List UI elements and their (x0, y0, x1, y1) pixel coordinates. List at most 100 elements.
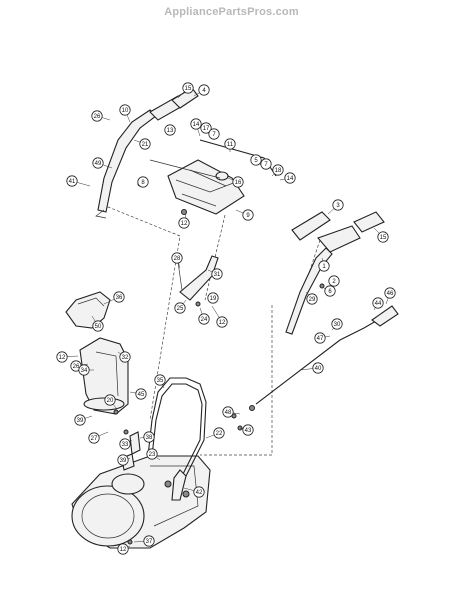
callout-number: 12 (181, 221, 188, 227)
callout-5: 5 (250, 154, 263, 167)
callout-1: 1 (318, 257, 330, 272)
callout-number: 46 (387, 291, 394, 297)
callout-47: 47 (314, 332, 331, 344)
callout-50: 50 (91, 315, 104, 332)
control-rod (199, 139, 277, 177)
callout-2: 2 (328, 275, 340, 287)
callout-30: 30 (331, 318, 343, 331)
callout-number: 33 (122, 442, 129, 448)
callout-number: 6 (328, 289, 332, 295)
callout-38: 38 (139, 431, 155, 443)
callout-46: 46 (384, 287, 396, 305)
callout-number: 28 (174, 256, 181, 262)
callout-number: 7 (264, 162, 268, 168)
callout-number: 14 (193, 122, 200, 128)
callout-28: 28 (171, 252, 183, 269)
callout-21: 21 (133, 138, 151, 150)
callout-18: 18 (271, 164, 284, 177)
callout-6: 6 (323, 285, 336, 297)
callout-44: 44 (372, 297, 384, 311)
callout-number: 49 (95, 161, 102, 167)
callout-number: 8 (141, 180, 145, 186)
callout-24: 24 (198, 307, 210, 325)
upper-handle-left (95, 109, 157, 219)
callout-number: 20 (107, 398, 114, 404)
callout-number: 36 (116, 295, 123, 301)
callout-14: 14 (190, 118, 202, 137)
callout-number: 26 (73, 364, 80, 370)
callout-43: 43 (239, 424, 254, 436)
callout-number: 43 (245, 428, 252, 434)
callout-12: 12 (56, 351, 79, 363)
callout-number: 35 (157, 378, 164, 384)
callout-number: 15 (185, 86, 192, 92)
callout-number: 12 (59, 355, 66, 361)
callout-number: 50 (95, 324, 102, 330)
callout-12: 12 (211, 305, 228, 328)
drive-rod (255, 313, 389, 405)
callout-25: 25 (174, 299, 187, 314)
callout-number: 1 (322, 264, 326, 270)
callout-19: 19 (207, 292, 219, 304)
callout-number: 32 (122, 355, 129, 361)
callout-number: 3 (336, 203, 340, 209)
callout-11: 11 (224, 138, 236, 152)
callout-26: 26 (91, 110, 111, 122)
callout-number: 39 (77, 418, 84, 424)
callout-number: 37 (146, 539, 153, 545)
callout-number: 7 (212, 132, 216, 138)
callout-number: 24 (201, 317, 208, 323)
callout-number: 12 (219, 320, 226, 326)
callout-13: 13 (164, 124, 177, 136)
callout-15: 15 (177, 82, 194, 99)
upper-handle-right (285, 211, 385, 335)
callout-12: 12 (117, 543, 131, 555)
callout-37: 37 (133, 535, 155, 547)
callout-39: 39 (117, 454, 131, 466)
callout-20: 20 (104, 394, 117, 409)
callout-number: 5 (254, 158, 258, 164)
chute-deflector (65, 291, 111, 329)
callout-9: 9 (235, 209, 254, 221)
callout-36: 36 (103, 291, 125, 305)
callout-31: 31 (207, 268, 223, 280)
callout-number: 18 (275, 168, 282, 174)
callout-7: 7 (208, 128, 220, 140)
callout-40: 40 (299, 362, 324, 374)
callout-number: 31 (214, 272, 221, 278)
discharge-chute (79, 337, 129, 415)
callout-41: 41 (66, 175, 91, 187)
callout-number: 29 (309, 297, 316, 303)
callout-number: 23 (149, 452, 156, 458)
callout-4: 4 (193, 84, 210, 97)
callout-7: 7 (260, 158, 272, 170)
callout-number: 21 (142, 142, 149, 148)
callout-number: 26 (94, 114, 101, 120)
callout-number: 47 (317, 336, 324, 342)
callout-12: 12 (178, 213, 190, 229)
callout-10: 10 (119, 104, 131, 123)
callout-22: 22 (205, 427, 225, 439)
callout-number: 44 (375, 301, 382, 307)
callout-number: 40 (315, 366, 322, 372)
callout-number: 30 (334, 322, 341, 328)
callout-8: 8 (137, 176, 149, 188)
callout-number: 48 (225, 410, 232, 416)
callout-number: 34 (81, 368, 88, 374)
watermark: AppliancePartsPros.com (164, 6, 299, 18)
dash-panel (167, 159, 245, 215)
callout-number: 45 (138, 392, 145, 398)
lower-handle-frame (147, 377, 207, 501)
callout-number: 9 (246, 213, 250, 219)
callout-number: 25 (177, 306, 184, 312)
callout-17: 17 (200, 122, 213, 137)
callout-32: 32 (117, 351, 131, 363)
callout-39: 39 (74, 414, 93, 426)
callout-3: 3 (327, 199, 344, 215)
callout-number: 14 (287, 176, 294, 182)
callout-number: 19 (210, 296, 217, 302)
handle-grip-left (149, 87, 199, 121)
callout-number: 17 (203, 126, 210, 132)
